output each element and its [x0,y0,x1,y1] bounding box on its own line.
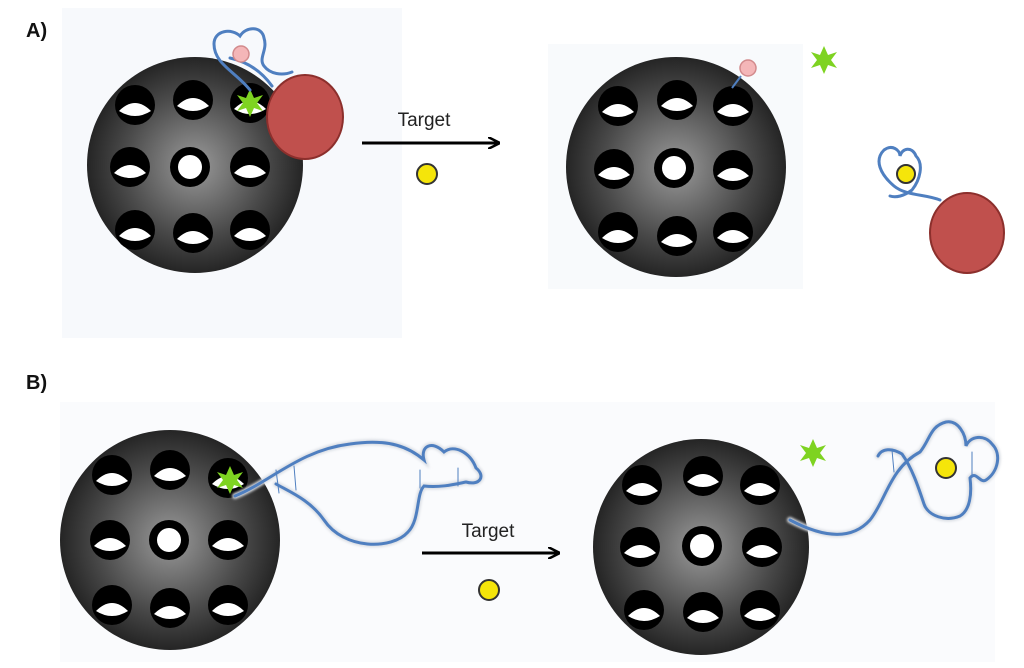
panel-a-left-nanoparticle [87,57,303,273]
quencher-ball-icon [232,45,250,63]
panel-b-arrow-label: Target [462,521,516,542]
panel-a-arrow-label: Target [398,110,452,131]
panel-b-left-nanoparticle [60,430,280,650]
capping-protein-icon [266,74,344,160]
bound-target-icon [896,164,916,184]
target-molecule-icon [478,579,500,601]
bound-target-icon [935,457,957,479]
released-protein-icon [929,192,1005,274]
panel-b-right-nanoparticle [593,439,809,655]
panel-a-label: A) [26,20,48,42]
panel-a-right-nanoparticle [566,57,786,277]
target-bound-aptamer-strand-icon [787,418,1001,538]
aptamer-target-complex [877,146,1005,274]
released-dye-star-icon [811,46,837,74]
target-molecule-icon [416,163,438,185]
panel-b-label: B) [26,372,48,394]
quencher-ball-icon [739,59,757,77]
dna-aptamer-strand-icon [232,439,484,548]
linker-stub [731,75,742,89]
